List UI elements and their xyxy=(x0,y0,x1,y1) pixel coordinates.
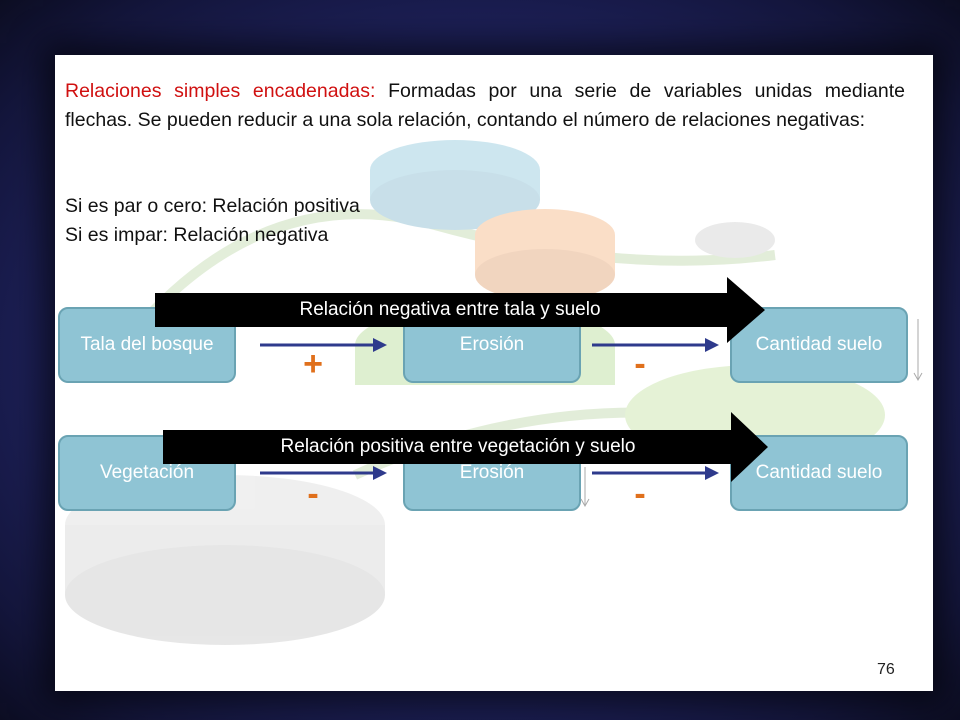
sign-ab-1: + xyxy=(303,345,323,383)
arrow-vegetacion-erosion xyxy=(260,466,387,480)
intro-text: Formadas por una serie de variables unid… xyxy=(65,80,905,131)
sign-bc-1: - xyxy=(634,345,646,383)
banner-arrow-shape-1 xyxy=(155,277,765,343)
sign-bc-2: - xyxy=(634,475,646,513)
slide-panel: Relaciones simples encadenadas: Formadas… xyxy=(55,55,933,691)
banner-positiva: Relación positiva entre vegetación y sue… xyxy=(163,412,768,482)
rule-odd: Si es impar: Relación negativa xyxy=(65,224,329,246)
banner-text-2: Relación positiva entre vegetación y sue… xyxy=(280,436,636,457)
banner-text-1: Relación negativa entre tala y suelo xyxy=(299,299,601,320)
banner-arrow-shape-2 xyxy=(163,412,768,482)
page-number: 76 xyxy=(877,661,895,678)
intro-paragraph: Relaciones simples encadenadas: Formadas… xyxy=(65,77,905,135)
arrow-erosion-suelo-2 xyxy=(592,466,719,480)
arrow-erosion-suelo-1 xyxy=(592,338,719,352)
side-arrow-down-1 xyxy=(913,319,923,382)
node-cantidad-suelo-1: Cantidad suelo xyxy=(730,307,908,383)
side-arrow-down-2 xyxy=(580,467,590,508)
arrow-tala-erosion xyxy=(260,338,387,352)
sign-ab-2: - xyxy=(307,475,319,513)
intro-highlight: Relaciones simples encadenadas: xyxy=(65,80,376,102)
banner-negativa: Relación negativa entre tala y suelo xyxy=(155,277,765,343)
rule-even: Si es par o cero: Relación positiva xyxy=(65,195,360,217)
